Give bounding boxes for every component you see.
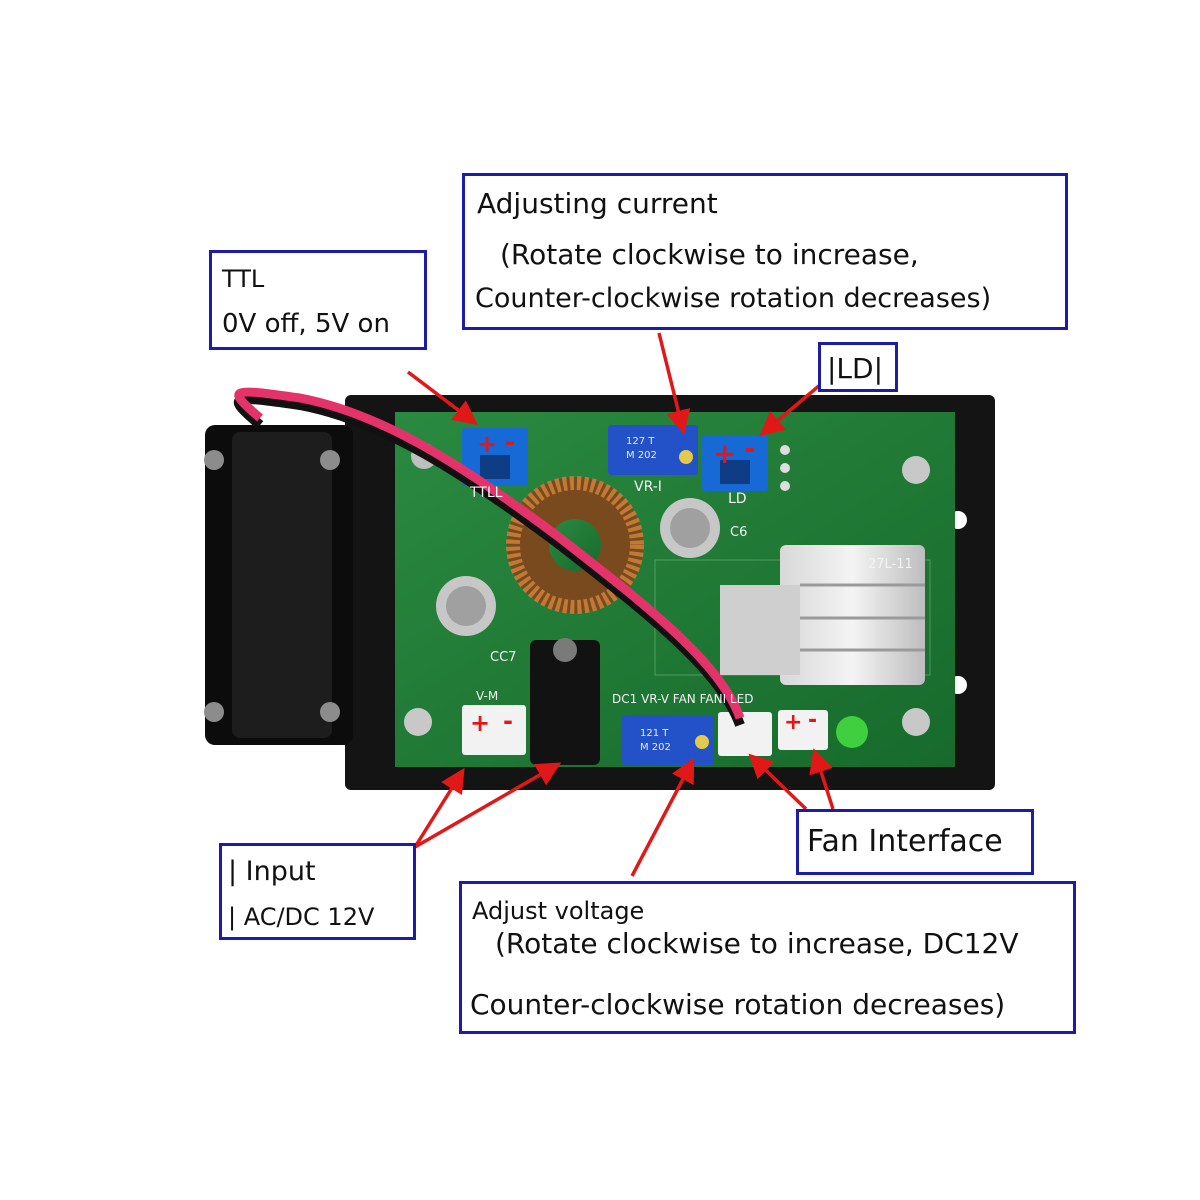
voltage-line3: Counter-clockwise rotation decreases) (470, 988, 1006, 1021)
silk-vm: V-M (476, 689, 499, 703)
ttl-callout: TTL 0V off, 5V on (209, 250, 427, 350)
svg-text:+: + (477, 430, 497, 458)
voltage-callout: Adjust voltage (Rotate clockwise to incr… (459, 881, 1076, 1034)
ld-label: |LD| (827, 352, 884, 385)
pot-current-code: 127 T (626, 436, 655, 447)
fan-wires (233, 387, 745, 727)
silk-top-right: 27L-11 (868, 557, 913, 572)
svg-text:-: - (808, 708, 817, 733)
fan-callout: Fan Interface (796, 809, 1034, 875)
input-title: | Input (228, 856, 316, 887)
voltage-line2: (Rotate clockwise to increase, DC12V (495, 927, 1019, 960)
current-line3: Counter-clockwise rotation decreases) (475, 283, 992, 314)
svg-text:+: + (470, 709, 490, 737)
silk-ttl: TTLL (470, 485, 503, 501)
cooling-fan (204, 425, 353, 745)
svg-text:-: - (744, 432, 756, 465)
pot-current-code2: M 202 (626, 450, 657, 461)
polarity-marks: +- +- +- +- (470, 428, 817, 737)
ttl-title: TTL (222, 265, 265, 293)
silk-ld: LD (728, 491, 747, 507)
silk-c6: C6 (730, 525, 748, 540)
input-callout: | Input | AC/DC 12V (219, 843, 416, 940)
svg-text:-: - (503, 707, 513, 735)
current-title: Adjusting current (477, 187, 718, 220)
ld-callout: |LD| (818, 342, 898, 392)
svg-text:-: - (505, 428, 515, 456)
pointer-arrows (406, 332, 835, 877)
current-line2: (Rotate clockwise to increase, (500, 238, 919, 271)
current-callout: Adjusting current (Rotate clockwise to i… (462, 173, 1068, 330)
fan-label: Fan Interface (807, 824, 1003, 859)
silk-vri: VR-I (634, 479, 662, 495)
pot-voltage-code2: M 202 (640, 742, 671, 753)
pcb-board (395, 412, 955, 767)
svg-text:+: + (713, 437, 736, 470)
input-spec: | AC/DC 12V (228, 903, 375, 931)
voltage-title: Adjust voltage (472, 897, 645, 925)
pot-voltage-code: 121 T (640, 728, 669, 739)
silk-bottom-row: DC1 VR-V FAN FANI LED (612, 692, 754, 706)
ttl-desc: 0V off, 5V on (222, 309, 390, 339)
silk-c7: CC7 (490, 650, 517, 665)
svg-text:+: + (784, 710, 802, 735)
